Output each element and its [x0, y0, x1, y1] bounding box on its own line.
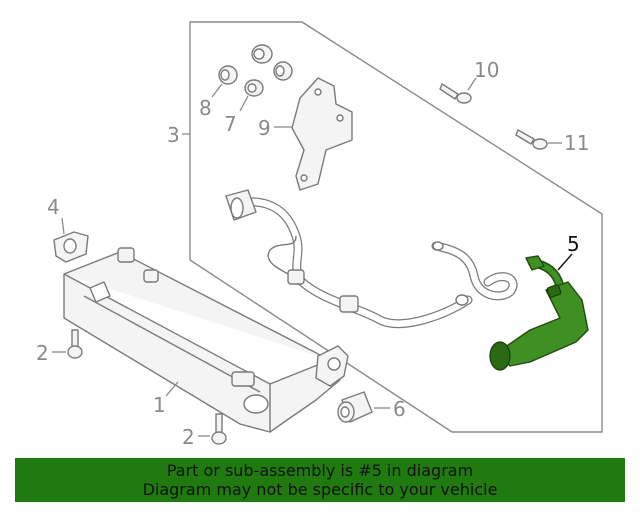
bolt-part-10[interactable] — [439, 83, 472, 104]
callout-8[interactable]: 8 — [199, 96, 212, 120]
leader-8 — [211, 83, 223, 98]
leader-5 — [557, 253, 573, 271]
leader-4 — [61, 217, 65, 235]
callout-1[interactable]: 1 — [153, 393, 166, 417]
callout-10[interactable]: 10 — [474, 58, 499, 82]
parts-diagram: 3 8 7 9 10 11 — [36, 21, 603, 449]
callout-11[interactable]: 11 — [564, 131, 589, 155]
bracket-part-9[interactable] — [291, 77, 353, 191]
leader-1 — [165, 381, 179, 397]
callout-3[interactable]: 3 — [167, 123, 180, 147]
callout-6[interactable]: 6 — [393, 397, 406, 421]
banner-line-1: Part or sub-assembly is #5 in diagram — [166, 461, 474, 480]
callout-7[interactable]: 7 — [224, 112, 237, 136]
cooler-hose-assembly — [225, 189, 518, 328]
leader-7 — [239, 95, 249, 112]
callout-5[interactable]: 5 — [567, 232, 580, 256]
clip-part-4[interactable] — [53, 231, 89, 263]
banner-line-2: Diagram may not be specific to your vehi… — [142, 480, 498, 499]
part-info-banner: Part or sub-assembly is #5 in diagram Di… — [15, 458, 625, 502]
highlighted-tube-part-5[interactable] — [489, 255, 589, 371]
bolt-part-2-left[interactable] — [67, 329, 83, 359]
bushing-upper-left — [251, 44, 273, 64]
bushing-part-7[interactable] — [244, 79, 264, 97]
bushing-part-6[interactable] — [337, 391, 373, 423]
bolt-part-11[interactable] — [515, 129, 548, 150]
oil-cooler-part-1[interactable] — [63, 247, 349, 433]
leader-10 — [467, 77, 477, 91]
callout-4[interactable]: 4 — [47, 195, 60, 219]
callout-9[interactable]: 9 — [258, 116, 271, 140]
callout-2-bottom[interactable]: 2 — [182, 425, 195, 449]
bolt-part-2-bottom[interactable] — [211, 413, 227, 445]
bushing-part-8[interactable] — [218, 65, 238, 85]
callout-2-left[interactable]: 2 — [36, 341, 49, 365]
bushing-upper-right — [273, 61, 293, 81]
